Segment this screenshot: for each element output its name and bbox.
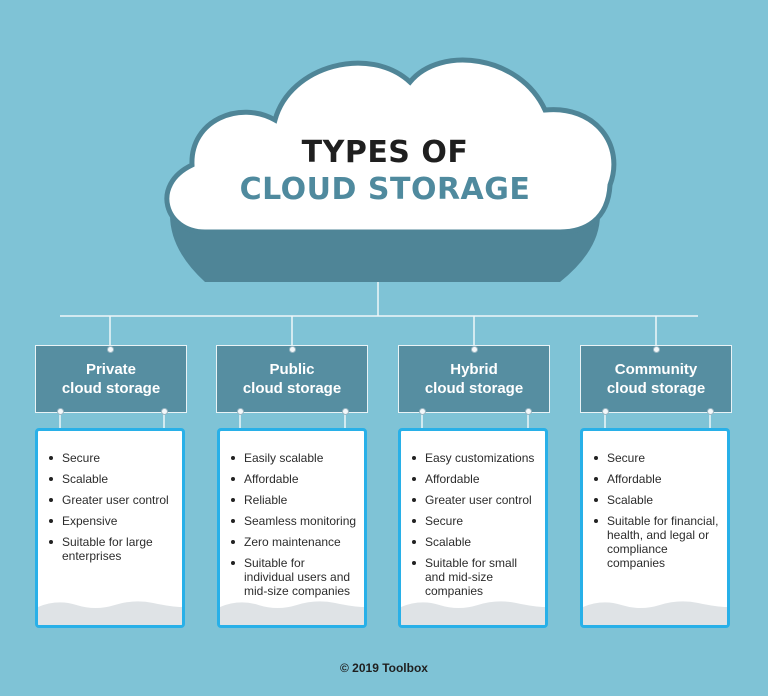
card-public: Easily scalable Affordable Reliable Seam… [217,428,367,628]
header-hybrid: Hybrid cloud storage [398,345,550,413]
feature-list: Secure Scalable Greater user control Exp… [38,431,182,563]
list-item: Affordable [409,472,539,486]
title-line-1: TYPES OF [301,135,469,170]
header-label-line2: cloud storage [61,380,161,397]
list-item: Zero maintenance [228,535,358,549]
list-item: Scalable [409,535,539,549]
pin-icon [653,346,660,353]
pin-icon [602,408,609,415]
list-item: Scalable [46,472,176,486]
feature-list: Easy customizations Affordable Greater u… [401,431,545,598]
card-wave [220,601,364,625]
header-label-line1: Public [269,361,315,378]
list-item: Scalable [591,493,721,507]
header-private: Private cloud storage [35,345,187,413]
list-item: Expensive [46,514,176,528]
list-item: Secure [591,451,721,465]
list-item: Suitable for financial, health, and lega… [591,514,721,570]
card-wave [38,601,182,625]
pin-icon [707,408,714,415]
list-item: Seamless monitoring [228,514,358,528]
header-label-line1: Hybrid [450,361,498,378]
header-label-line1: Community [614,361,698,378]
card-wave [583,601,727,625]
pin-icon [419,408,426,415]
cloud-icon [164,57,617,235]
list-item: Secure [46,451,176,465]
header-label-line1: Private [85,361,137,378]
header-label-line2: cloud storage [242,380,342,397]
pin-icon [525,408,532,415]
list-item: Secure [409,514,539,528]
title-line-2: CLOUD STORAGE [239,172,531,207]
pin-icon [161,408,168,415]
copyright-footer: © 2019 Toolbox [340,661,428,675]
pin-icon [237,408,244,415]
pin-icon [107,346,114,353]
list-item: Easily scalable [228,451,358,465]
list-item: Greater user control [46,493,176,507]
list-item: Reliable [228,493,358,507]
list-item: Affordable [591,472,721,486]
feature-list: Easily scalable Affordable Reliable Seam… [220,431,364,598]
header-label-line2: cloud storage [424,380,524,397]
pin-icon [471,346,478,353]
feature-list: Secure Affordable Scalable Suitable for … [583,431,727,570]
card-hybrid: Easy customizations Affordable Greater u… [398,428,548,628]
list-item: Affordable [228,472,358,486]
card-private: Secure Scalable Greater user control Exp… [35,428,185,628]
list-item: Easy customizations [409,451,539,465]
pin-icon [57,408,64,415]
list-item: Greater user control [409,493,539,507]
card-community: Secure Affordable Scalable Suitable for … [580,428,730,628]
list-item: Suitable for individual users and mid-si… [228,556,358,598]
pin-icon [342,408,349,415]
header-public: Public cloud storage [216,345,368,413]
header-label-line2: cloud storage [606,380,706,397]
header-community: Community cloud storage [580,345,732,413]
list-item: Suitable for small and mid-size companie… [409,556,539,598]
list-item: Suitable for large enterprises [46,535,176,563]
pin-icon [289,346,296,353]
card-wave [401,601,545,625]
